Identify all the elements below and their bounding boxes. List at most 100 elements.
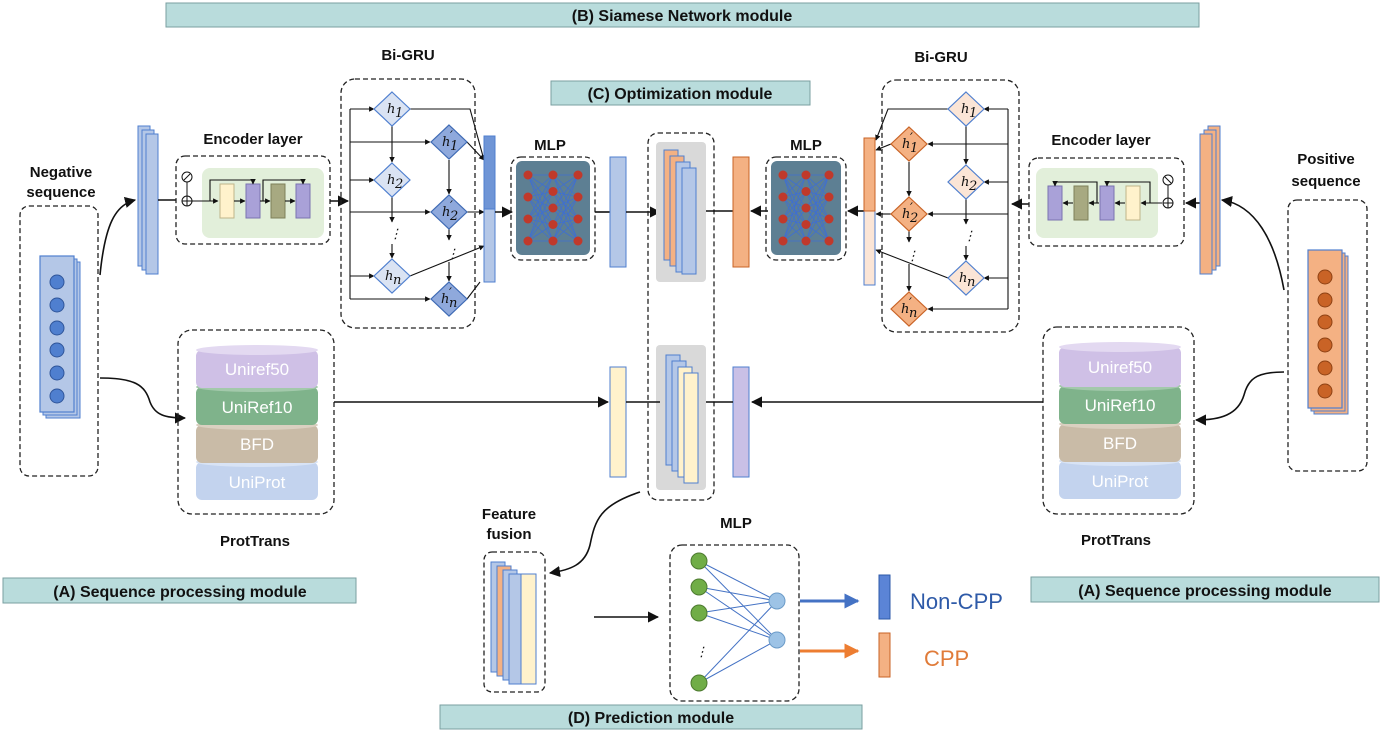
encoder-box-right [1028,157,1185,247]
mlp-edge [527,196,554,209]
svg-text:2: 2 [909,211,918,226]
mlp-edge [527,218,554,242]
mlp-edge [552,174,579,209]
gru-ellipsis-left-2: ⋮ [446,247,459,262]
feature-fusion-label-1: Feature [482,506,536,523]
gru-cell-h1-left: h 1 [373,91,411,127]
svg-text:1: 1 [969,106,977,121]
mlp-box-right [765,156,847,261]
protrans-box-right [1042,326,1195,515]
mlp-edge [527,174,554,220]
gru-cell-h1prime-left: h ′ 1 [430,124,468,160]
mlp-edge [782,207,807,242]
positive-sequence-box [1287,199,1368,472]
mlp-label-right: MLP [790,137,822,154]
svg-text:h: h [902,207,910,222]
mlp-edge [527,174,554,198]
mlp-label-left: MLP [534,137,566,154]
svg-text:′: ′ [909,296,912,311]
mlp-edge [782,224,807,242]
bigru-label-right: Bi-GRU [914,49,967,66]
mlp-edge [805,174,830,225]
mlp-neuron [801,187,811,196]
mlp-edge [552,174,579,225]
svg-text:2: 2 [394,177,403,192]
encoder-label-right: Encoder layer [1051,132,1150,149]
mlp-network-left [516,161,590,255]
mlp-edge [552,174,579,192]
negative-sequence-label-1: Negative [30,164,93,181]
mlp-edge [782,174,807,198]
mlp-neuron [824,236,834,246]
svg-text:h: h [385,269,393,284]
feature-fusion-label-2: fusion [487,526,532,543]
bigru-box-left [340,78,476,329]
mlp-neuron [778,170,788,180]
pos-to-embed-arrow [1220,195,1285,291]
mlp-edge [527,196,554,225]
db-uniprot-left: UniProt [229,473,286,492]
cpp-output-bar [878,632,891,678]
siamese-module-label: (B) Siamese Network module [572,8,793,25]
encoder-layer-left [181,168,324,238]
optimization-bottom-stack [656,345,706,490]
mlp-edge [552,174,579,198]
mlp-edge [782,174,807,209]
optimization-module-label: (C) Optimization module [588,86,773,103]
mlp-edge [527,174,554,209]
mlp-edge [805,191,830,220]
gru-cell-h2prime-right: h ′ 2 [890,196,928,232]
right-embedding-stack [1199,125,1221,275]
mlp-edge [805,191,830,242]
db-uniprot-right: UniProt [1092,472,1149,491]
gru-cell-h2-left: h 2 [373,162,411,198]
mlp-edge [805,174,830,209]
mlp-edge [782,218,807,242]
mlp-edge [552,174,579,242]
mlp-edge [782,196,807,225]
sequence-module-banner-left: (A) Sequence processing module [2,577,357,604]
db-uniref10-right: UniRef10 [1085,396,1156,415]
svg-text:h: h [441,292,449,307]
mlp-edge [782,191,807,220]
svg-text:2: 2 [968,179,977,194]
mlp-edge [782,196,807,242]
negative-sequence-box [19,205,99,477]
protrans-label-left: ProtTrans [220,533,290,550]
mlp-neuron [523,170,533,180]
mlp-neuron [523,214,533,224]
mlp-edge [805,196,830,242]
mlp-edge [552,191,579,242]
mlp-edge [552,196,579,225]
svg-text:h: h [901,302,909,317]
bigru-output-right [863,137,876,286]
mlp-edge [552,174,579,220]
svg-text:′: ′ [450,199,453,214]
svg-text:′: ′ [449,286,452,301]
gru-ellipsis-right-2: ⋮ [906,249,919,264]
db-uniref50-left: Uniref50 [225,360,289,379]
svg-text:h: h [959,271,967,286]
mlp-box-left [510,156,596,261]
negative-sequence-label-2: sequence [26,184,95,201]
mlp-neuron [801,220,811,229]
mlp-edge [552,224,579,242]
svg-text:h: h [442,135,450,150]
mlp-neuron [778,192,788,202]
mlp-neuron [824,170,834,180]
bigru-right: h 1 h 2 ⋮ h n h ′ 1 h ′ 2 ⋮ h [875,91,1009,327]
mlp-edge [552,207,579,242]
mlp-network-bottom: ⋮ [690,552,786,692]
mlp-edge [527,224,554,242]
gru-cell-h2-right: h 2 [947,164,985,200]
feature-fusion-box [483,551,546,693]
mlp-edge [527,196,554,242]
positive-sequence-label-2: sequence [1291,173,1360,190]
mlp-edge [527,191,554,220]
mlp-edge [805,174,830,242]
mlp-neuron [778,214,788,224]
bigru-output-left [483,135,496,283]
mlp-edge [527,174,554,192]
bigru-left: h 1 h 2 ⋮ h n h ′ 1 h ′ 2 ⋮ h [349,91,486,317]
